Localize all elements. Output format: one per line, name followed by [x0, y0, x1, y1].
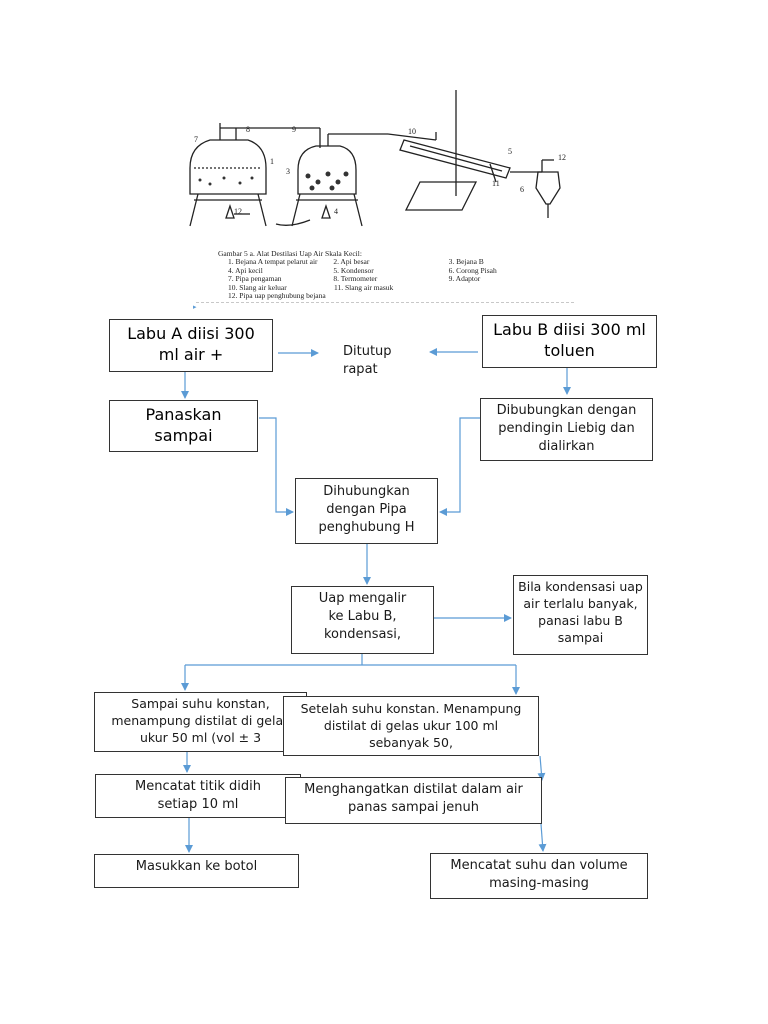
sampai-suhu-box: Sampai suhu konstan, menampung distilat … [94, 692, 307, 752]
labu-b-text: Labu B diisi 300 ml toluen [493, 320, 646, 360]
masukkan-botol-text: Masukkan ke botol [135, 859, 258, 874]
caption-item: 2. Api besar [333, 257, 370, 267]
setelah-suhu-box: Setelah suhu konstan. Menampung distilat… [283, 696, 539, 756]
labu-a-box: Labu A diisi 300 ml air + [109, 319, 273, 372]
bila-kondensasi-box: Bila kondensasi uap air terlalu banyak, … [513, 575, 648, 655]
uap-mengalir-text: Uap mengalir ke Labu B, kondensasi, [318, 591, 407, 642]
uap-mengalir-box: Uap mengalir ke Labu B, kondensasi, [291, 586, 434, 654]
caption-item: 7. Pipa pengaman [228, 274, 282, 284]
dihubungkan-box: Dihubungkan dengan Pipa penghubung H [295, 478, 438, 544]
apparatus-label: 1 [270, 157, 274, 166]
caption-item: 6. Corong Pisah [448, 265, 497, 275]
caption-row: 4. Api kecil 5. Kondensor 6. Corong Pisa… [218, 265, 538, 275]
apparatus-drawing: 7 8 9 1 10 5 12 3 11 6 12 4 [189, 90, 566, 227]
figure-divider [196, 302, 574, 303]
mencatat-suhu-box: Mencatat suhu dan volume masing-masing [430, 853, 648, 899]
apparatus-label: 12 [234, 207, 242, 216]
figure-caption: Gambar 5 a. Alat Destilasi Uap Air Skala… [218, 249, 538, 301]
ditutup-rapat-text: Ditutup rapat [343, 344, 392, 377]
dibubungkan-text: Dibubungkan dengan pendingin Liebig dan … [496, 403, 637, 454]
mencatat-suhu-text: Mencatat suhu dan volume masing-masing [450, 858, 628, 891]
caption-item: 12. Pipa uap penghubung bejana [228, 291, 326, 301]
caption-item: 4. Api kecil [228, 265, 263, 275]
apparatus-label: 8 [246, 125, 250, 134]
caption-item: 5. Kondensor [333, 265, 374, 275]
dihubungkan-text: Dihubungkan dengan Pipa penghubung H [318, 484, 415, 535]
arrow-dibubungkan-to-dihubungkan [439, 417, 480, 516]
panaskan-box: Panaskan sampai [109, 400, 258, 452]
apparatus-label: 10 [408, 127, 416, 136]
caption-item: 9. Adaptor [448, 274, 481, 284]
caption-row: 1. Bejana A tempat pelarut air 2. Api be… [218, 257, 538, 267]
sampai-suhu-text: Sampai suhu konstan, menampung distilat … [111, 696, 290, 745]
caption-title: Gambar 5 a. Alat Destilasi Uap Air Skala… [218, 249, 362, 258]
caption-item: 8. Termometer [333, 274, 378, 284]
mencatat-titik-didih-text: Mencatat titik didih setiap 10 ml [135, 779, 261, 812]
menghangatkan-box: Menghangatkan distilat dalam air panas s… [285, 777, 542, 824]
caption-item: 1. Bejana A tempat pelarut air [228, 257, 318, 267]
caption-item: 3. Bejana B [448, 257, 484, 267]
divider-marker-icon: ▸ [193, 303, 197, 311]
apparatus-label: 6 [520, 185, 524, 194]
apparatus-label: 3 [286, 167, 290, 176]
bila-kondensasi-text: Bila kondensasi uap air terlalu banyak, … [518, 579, 643, 645]
labu-b-box: Labu B diisi 300 ml toluen [482, 315, 657, 368]
setelah-suhu-text: Setelah suhu konstan. Menampung distilat… [300, 701, 522, 750]
caption-row: 10. Slang air keluar 11. Slang air masuk [218, 282, 538, 292]
apparatus-label: 4 [334, 207, 338, 216]
masukkan-botol-box: Masukkan ke botol [94, 854, 299, 888]
ditutup-rapat-label: Ditutup rapat [343, 343, 413, 379]
arrow-panaskan-to-dihubungkan [259, 417, 294, 516]
dibubungkan-box: Dibubungkan dengan pendingin Liebig dan … [480, 398, 653, 461]
mencatat-titik-didih-box: Mencatat titik didih setiap 10 ml [95, 774, 301, 818]
apparatus-label: 12 [558, 153, 566, 162]
apparatus-label: 7 [194, 135, 198, 144]
arrow-menghangatkan-to-mencatat-suhu [538, 823, 547, 852]
arrow-setelah-to-menghangatkan [537, 755, 546, 781]
labu-a-text: Labu A diisi 300 ml air + [127, 324, 255, 364]
apparatus-label: 11 [492, 179, 500, 188]
caption-item: 10. Slang air keluar [228, 282, 287, 292]
apparatus-label: 9 [292, 125, 296, 134]
caption-row: 7. Pipa pengaman 8. Termometer 9. Adapto… [218, 274, 538, 284]
distillation-apparatus-figure: 7 8 9 1 10 5 12 3 11 6 12 4 [180, 88, 580, 298]
caption-item: 11. Slang air masuk [334, 282, 394, 292]
apparatus-label: 5 [508, 147, 512, 156]
panaskan-text: Panaskan sampai [145, 405, 222, 445]
menghangatkan-text: Menghangatkan distilat dalam air panas s… [304, 782, 523, 815]
